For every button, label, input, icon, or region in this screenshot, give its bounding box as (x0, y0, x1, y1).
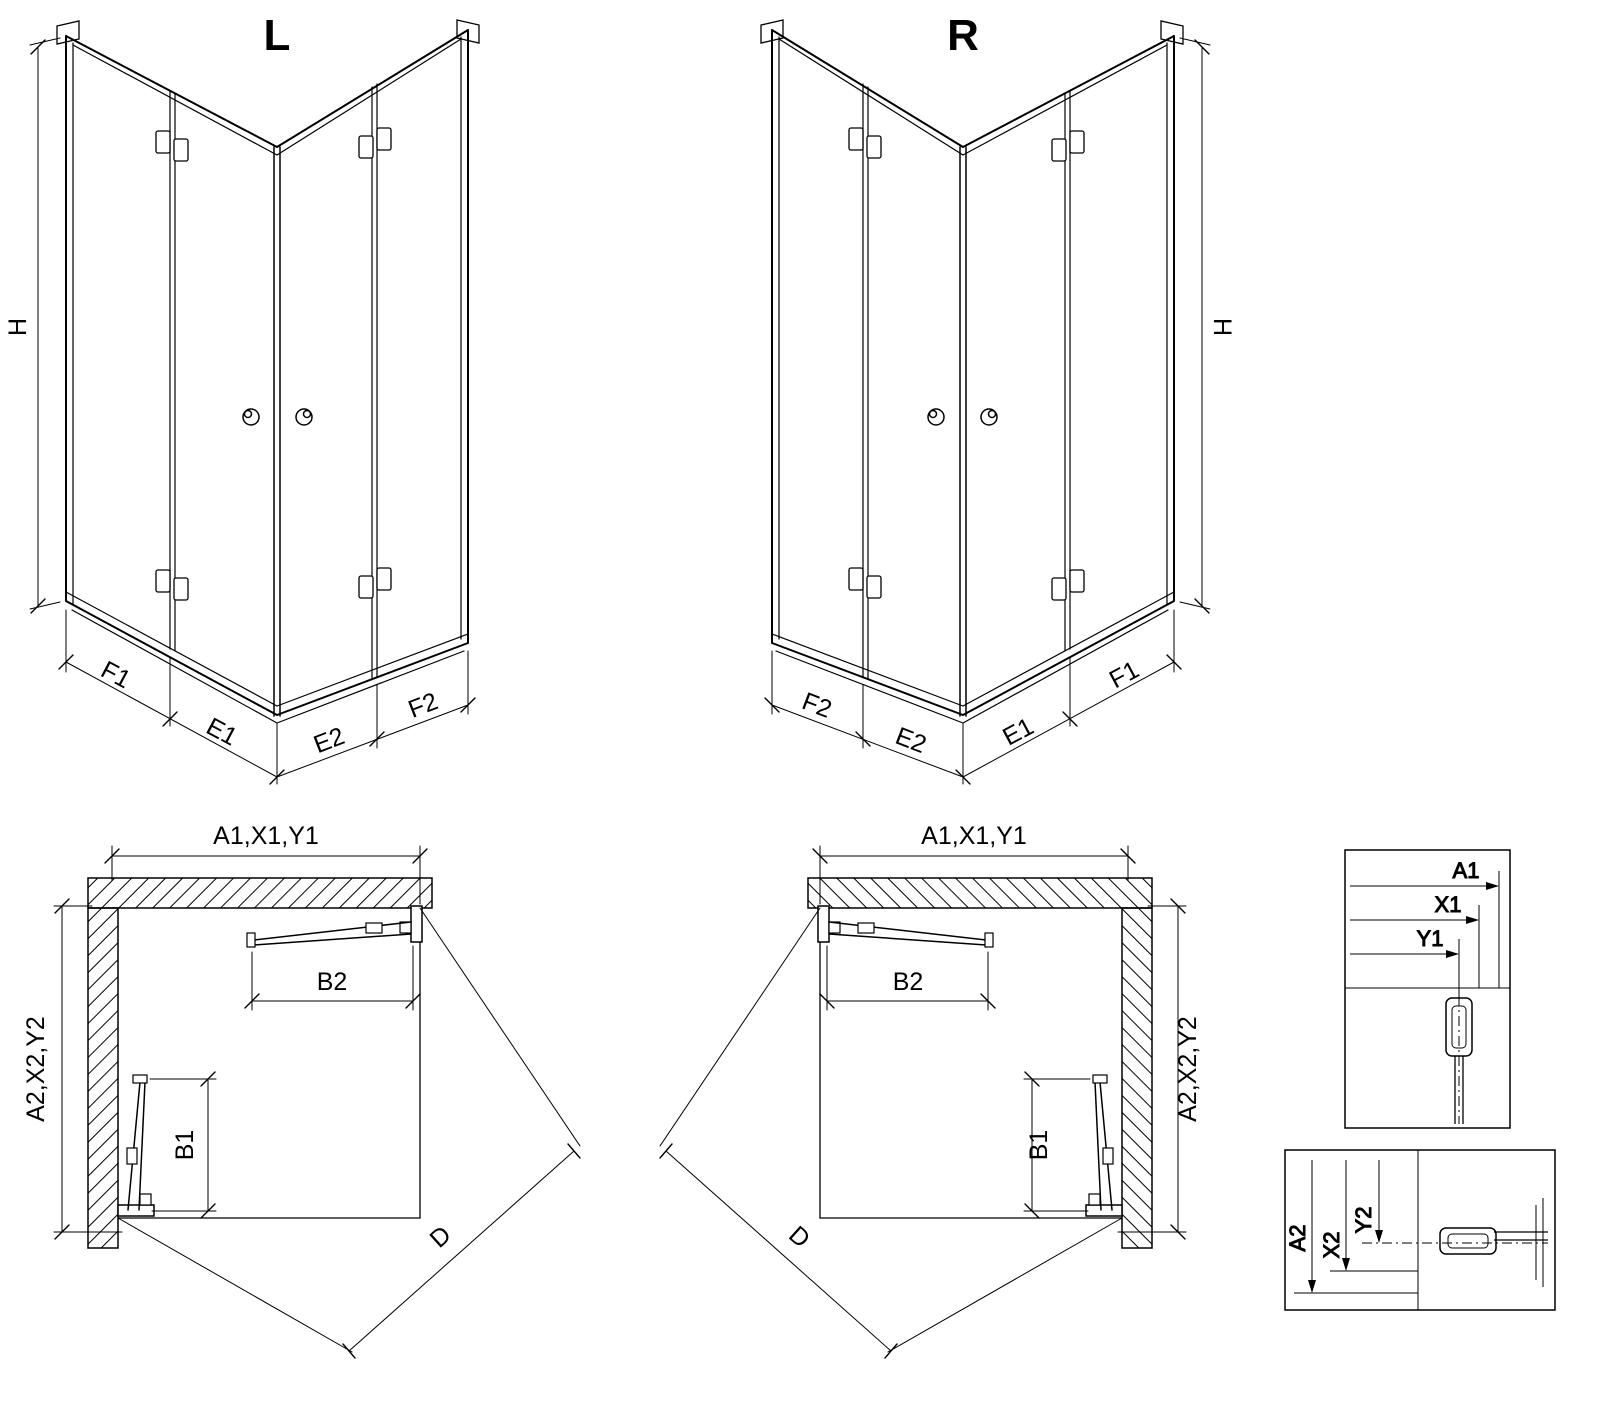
f2-label-right: F2 (798, 687, 835, 724)
e1-label-left: E1 (202, 712, 242, 751)
plan-left-b1-label: B1 (171, 1130, 199, 1161)
front-view-right: R H F2 E2 E1 F1 (760, 11, 1236, 785)
plan-left-d-label: D (425, 1221, 457, 1254)
front-view-left: L H F1 E1 E2 F2 (4, 11, 480, 785)
e2-label-left: E2 (310, 722, 349, 759)
plan-left-width-label: A1,X1,Y1 (213, 822, 319, 850)
f2-label-left: F2 (404, 687, 441, 724)
e1-label-right: E1 (998, 712, 1038, 751)
e2-label-right: E2 (892, 722, 931, 759)
detail-y1-label: Y1 (1417, 926, 1444, 951)
detail-x1-label: X1 (1435, 892, 1462, 917)
plan-right-width-label: A1,X1,Y1 (921, 822, 1027, 850)
plan-right-b1-label: B1 (1025, 1130, 1053, 1161)
detail-a2-label: A2 (1285, 1225, 1310, 1252)
plan-left-b2-label: B2 (317, 968, 348, 996)
floor-profile-section (1439, 1198, 1548, 1287)
wall-profile-section (1445, 997, 1473, 1124)
detail-x2-label: X2 (1319, 1232, 1344, 1259)
height-label-left: H (4, 318, 32, 336)
f1-label-left: F1 (96, 656, 135, 694)
detail-a1-label: A1 (1453, 858, 1480, 883)
f1-label-right: F1 (1105, 656, 1144, 694)
plan-view-right: A1,X1,Y1 A2,X2,Y2 B2 B1 D (659, 822, 1202, 1359)
y1-arrow (1350, 950, 1459, 958)
plan-right-depth-label: A2,X2,Y2 (1174, 1016, 1202, 1122)
plan-right-b2-label: B2 (893, 968, 924, 996)
a1-arrow (1350, 882, 1499, 890)
a2-arrow (1308, 1160, 1316, 1293)
height-label-right: H (1208, 318, 1236, 336)
x2-arrow (1342, 1160, 1350, 1271)
plan-linework-left (53, 845, 581, 1359)
plan-linework-right (659, 845, 1187, 1359)
plan-view-left: A1,X1,Y1 A2,X2,Y2 B2 B1 D (22, 822, 581, 1359)
plan-right-d-label: D (783, 1221, 815, 1254)
view-title-left: L (264, 11, 291, 60)
corner-enclosure-linework-right (760, 19, 1211, 785)
x1-arrow (1350, 916, 1479, 924)
view-title-right: R (947, 11, 979, 60)
corner-enclosure-linework-left (29, 19, 480, 785)
detail-wall-profile: A1 X1 Y1 (1344, 849, 1511, 1129)
detail-floor-profile: A2 X2 Y2 (1284, 1149, 1556, 1311)
detail-y2-label: Y2 (1351, 1207, 1376, 1234)
plan-left-depth-label: A2,X2,Y2 (22, 1016, 50, 1122)
y2-arrow (1375, 1160, 1383, 1243)
